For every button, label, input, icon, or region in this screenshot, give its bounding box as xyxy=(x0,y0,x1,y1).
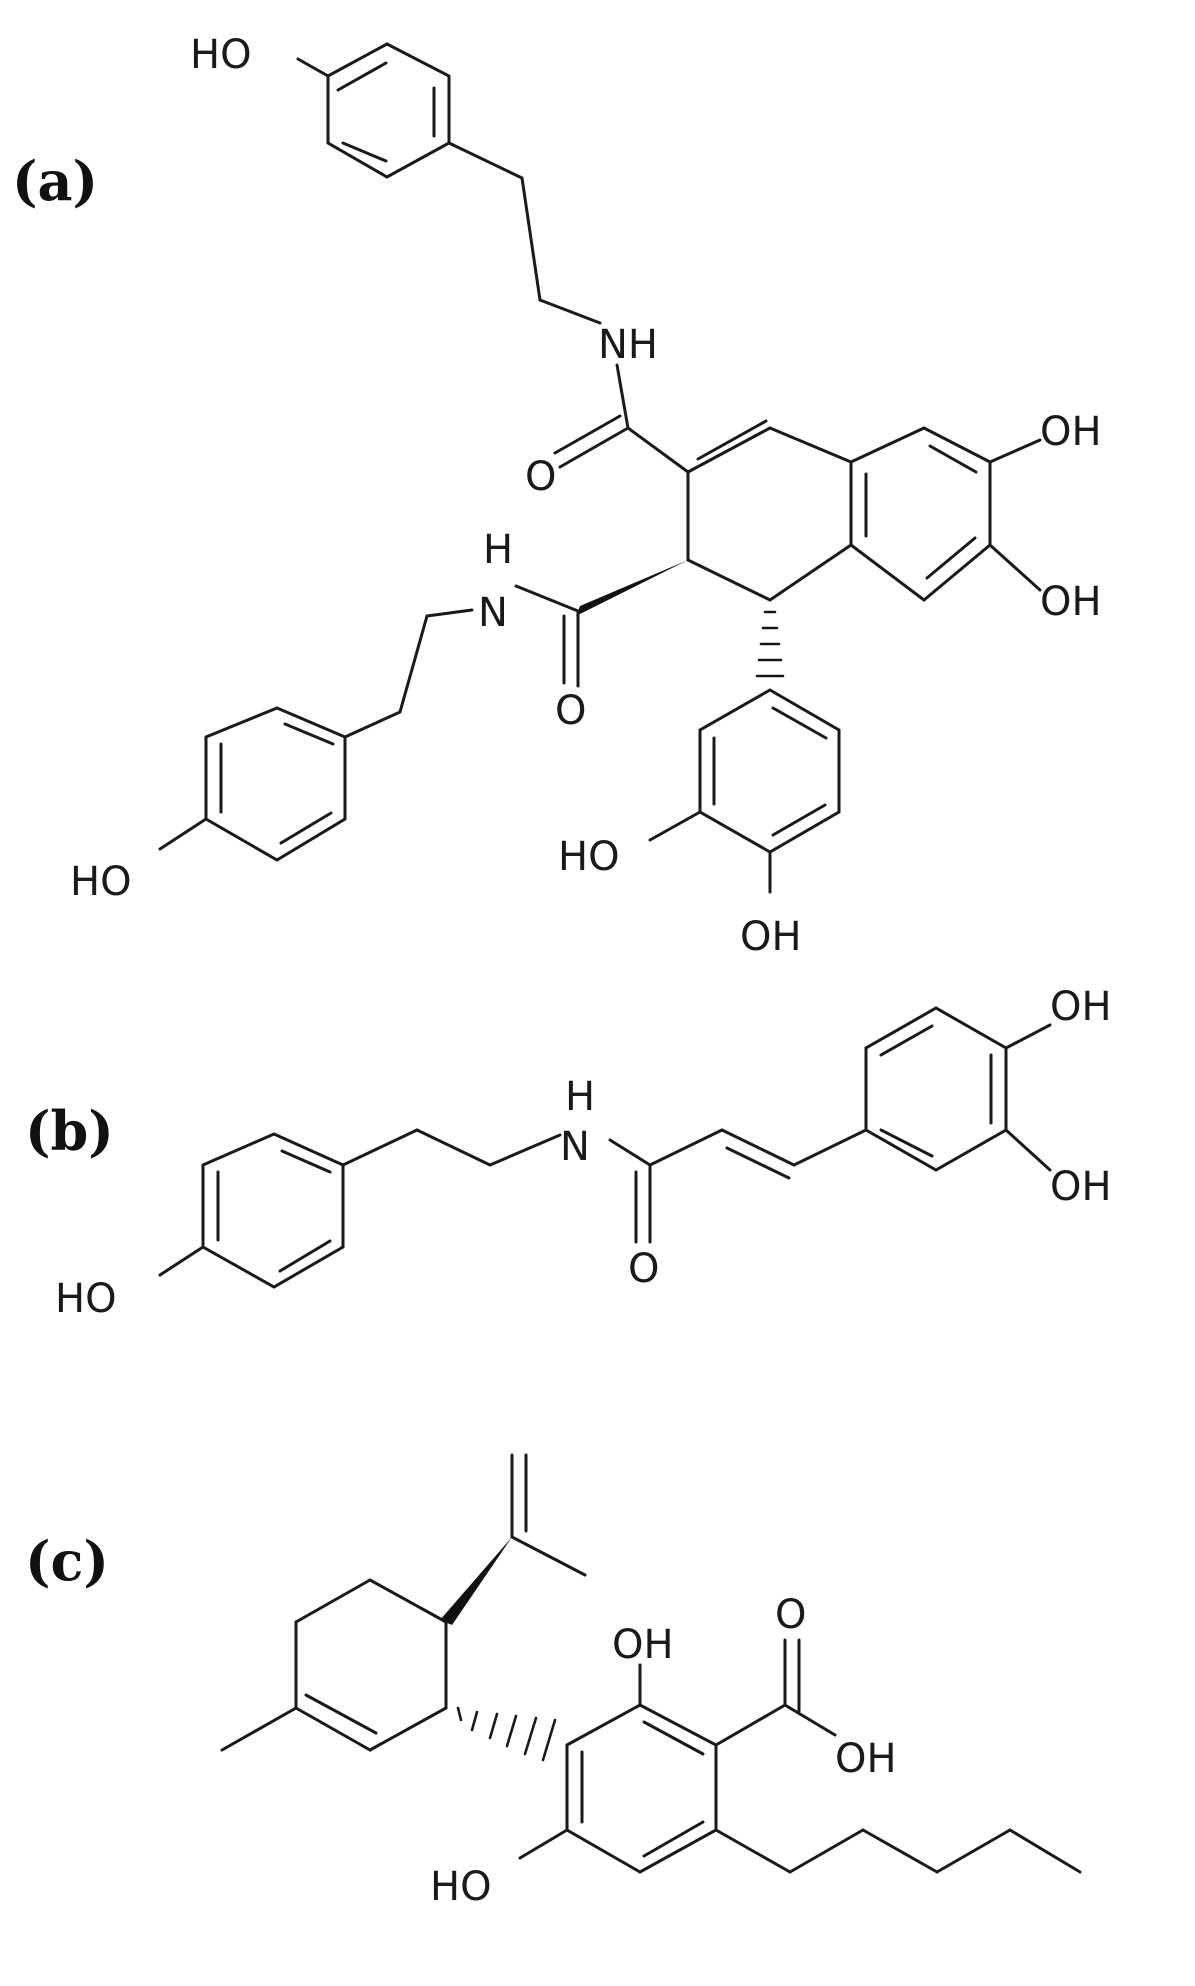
atom-label-nh: NH xyxy=(598,322,658,368)
atom-label-ho: HO xyxy=(55,1276,117,1322)
atom-label-o: O xyxy=(525,454,556,500)
structure-a xyxy=(158,42,1042,894)
atom-label-oh: OH xyxy=(835,1736,897,1782)
atom-label-ho: HO xyxy=(70,859,132,905)
atom-label-ho: HO xyxy=(430,1864,492,1910)
atom-label-o: O xyxy=(555,688,586,734)
atom-label-n: N xyxy=(560,1124,590,1170)
atom-label-ho: HO xyxy=(558,834,620,880)
atom-label-oh: OH xyxy=(740,914,802,960)
atom-label-n: N xyxy=(478,590,508,636)
atom-label-h: H xyxy=(565,1074,595,1120)
panel-label-a: (a) xyxy=(12,149,98,213)
panel-label-b: (b) xyxy=(25,1099,114,1163)
atom-label-oh: OH xyxy=(612,1622,674,1668)
hashed-stereo-bond-c xyxy=(456,1706,557,1762)
atom-label-ho: HO xyxy=(190,32,252,78)
atom-label-o: O xyxy=(628,1246,659,1292)
panel-label-c: (c) xyxy=(25,1529,109,1593)
atom-label-oh: OH xyxy=(1050,1164,1112,1210)
atom-label-o: O xyxy=(775,1592,806,1638)
atom-label-oh: OH xyxy=(1050,984,1112,1030)
atom-label-h: H xyxy=(483,527,513,573)
atom-label-oh: OH xyxy=(1040,579,1102,625)
atom-label-oh: OH xyxy=(1040,409,1102,455)
structure-b xyxy=(158,1006,1052,1289)
hashed-stereo-bond xyxy=(755,610,785,678)
structure-c xyxy=(220,1453,1082,1874)
